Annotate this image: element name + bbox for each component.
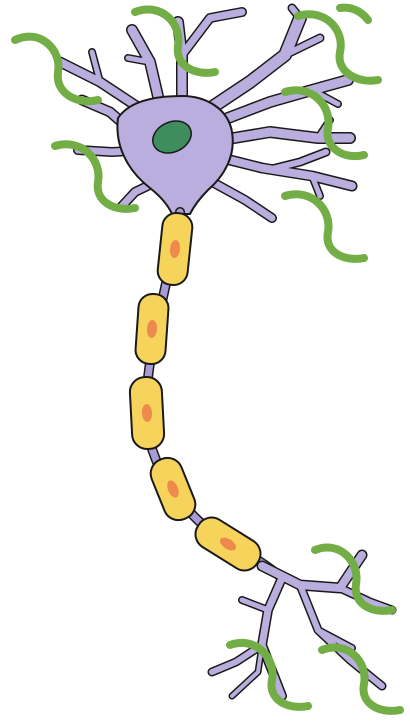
myelin-segment <box>146 453 200 524</box>
myelin-segment <box>190 512 266 576</box>
myelin-segment <box>129 376 165 450</box>
marker <box>285 194 364 259</box>
myelin-segment <box>156 212 193 287</box>
myelin-segment <box>135 293 170 365</box>
marker <box>340 8 368 20</box>
marker <box>230 643 308 707</box>
marker <box>322 648 400 711</box>
